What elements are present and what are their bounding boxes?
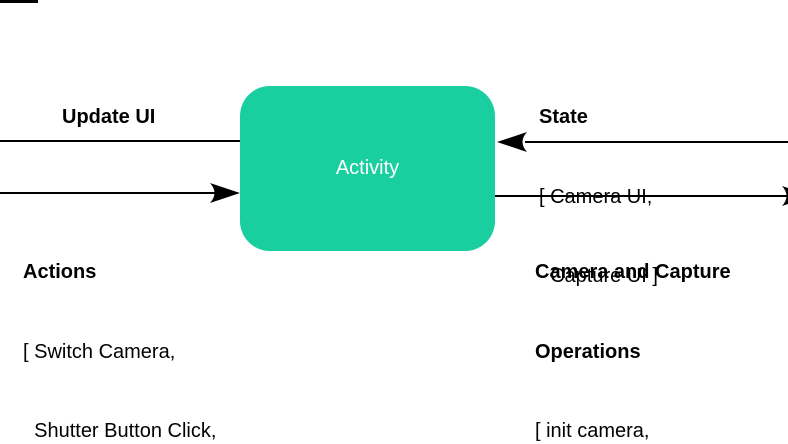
operations-arrowhead-icon xyxy=(782,186,788,206)
activity-node-label: Activity xyxy=(335,157,400,179)
state-arrowhead-icon xyxy=(497,132,527,152)
state-list-line: [ Camera UI, xyxy=(539,185,653,208)
activity-node: Activity xyxy=(240,86,495,251)
operations-list-line: [ init camera, xyxy=(535,420,650,442)
actions-list-line: [ Switch Camera, xyxy=(23,340,176,363)
state-list-line: Capture UI ] xyxy=(539,265,658,287)
operations-title-line1: Camera and Capture xyxy=(535,261,731,283)
state-title: State xyxy=(539,106,588,128)
actions-title: Actions xyxy=(23,261,97,283)
actions-list-line: Shutter Button Click, xyxy=(23,420,217,442)
update-ui-label: Update UI xyxy=(62,106,156,128)
actions-arrowhead-icon xyxy=(210,183,240,203)
operations-title-line2: Operations xyxy=(535,340,641,363)
actions-label-block: Actions [ Switch Camera, Shutter Button … xyxy=(23,206,265,444)
state-label-block: State [ Camera UI, Capture UI ] xyxy=(539,51,658,343)
operations-label-block: Camera and Capture Operations [ init cam… xyxy=(535,206,731,444)
crop-artifact-line xyxy=(0,0,38,3)
